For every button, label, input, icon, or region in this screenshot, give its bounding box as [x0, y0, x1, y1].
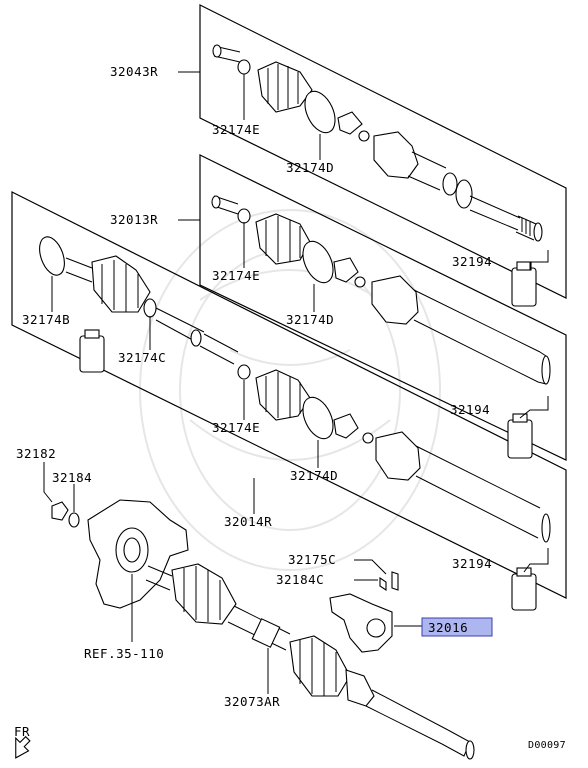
grease-tube: [511, 567, 537, 611]
label-32174b: 32174B: [22, 312, 70, 327]
grease-tube: [79, 329, 105, 373]
grease-tube: [507, 413, 533, 459]
label-32175c: 32175C: [288, 552, 336, 567]
wheel-hub-knuckle: [51, 499, 189, 609]
assembly-frame-32043r: [199, 4, 567, 299]
label-32043r: 32043R: [110, 64, 158, 79]
label-32194-1: 32194: [452, 254, 492, 269]
label-32174e-2: 32174E: [212, 268, 260, 283]
label-32184c: 32184C: [276, 572, 324, 587]
label-32174d-1: 32174D: [286, 160, 334, 175]
label-32184: 32184: [52, 470, 92, 485]
label-32174e-1: 32174E: [212, 122, 260, 137]
label-32182: 32182: [16, 446, 56, 461]
bearing-bracket-32016: [329, 571, 399, 653]
label-32194-3: 32194: [452, 556, 492, 571]
assembly-frame-32014r: [11, 191, 567, 599]
label-32194-2: 32194: [450, 402, 490, 417]
label-32174d-3: 32174D: [290, 468, 338, 483]
label-32013r: 32013R: [110, 212, 158, 227]
label-32174c: 32174C: [118, 350, 166, 365]
leader-lines: [43, 71, 549, 694]
label-32014r: 32014R: [224, 514, 272, 529]
label-fr: FR: [14, 724, 30, 739]
label-32174e-3: 32174E: [212, 420, 260, 435]
label-32073ar: 32073AR: [224, 694, 280, 709]
front-direction-arrow-icon: [15, 735, 31, 759]
diagram-code: D00097: [528, 740, 566, 751]
label-32174d-2: 32174D: [286, 312, 334, 327]
assembly-frame-32013r: [199, 154, 567, 461]
highlight-box: [421, 617, 493, 637]
label-ref-35-110: REF.35-110: [84, 646, 164, 661]
label-32016[interactable]: 32016: [428, 620, 468, 635]
grease-tube: [511, 261, 537, 307]
highlighted-part-32016[interactable]: 32016: [421, 617, 493, 637]
driveshaft-32073ar: [145, 563, 475, 760]
